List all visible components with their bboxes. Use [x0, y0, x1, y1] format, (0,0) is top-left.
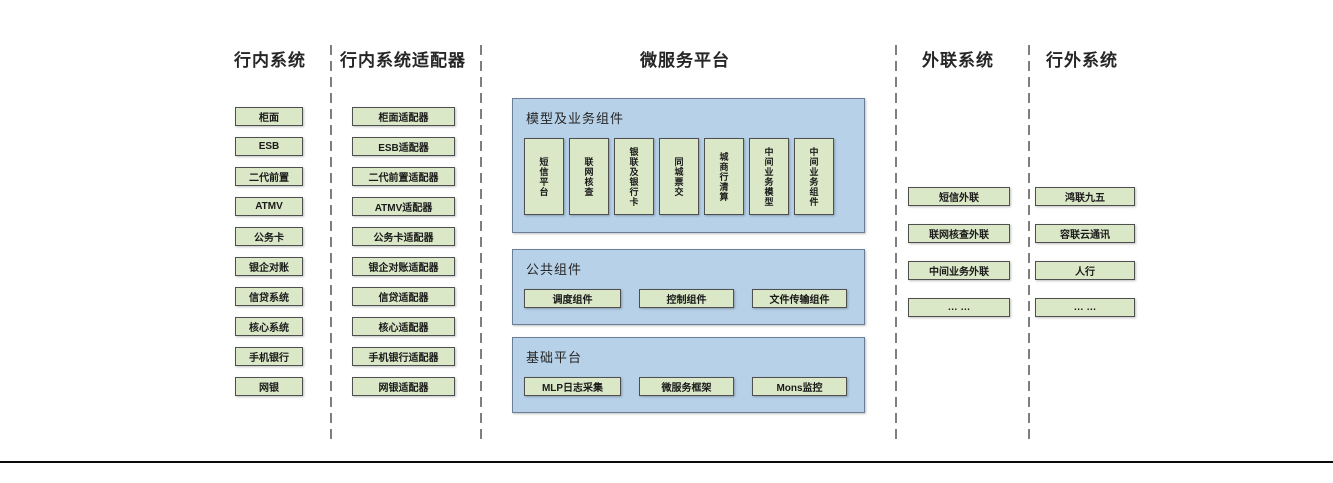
header-external-link-systems: 外联系统	[922, 51, 994, 70]
adapter-box: ESB适配器	[352, 137, 455, 156]
system-box: 二代前置	[235, 167, 303, 186]
system-box: 核心系统	[235, 317, 303, 336]
panel-label: 基础平台	[526, 350, 583, 365]
dashed-separator	[1028, 45, 1030, 443]
adapter-box: 银企对账适配器	[352, 257, 455, 276]
component-box: MLP日志采集	[524, 377, 621, 396]
external-link-box: 联网核查外联	[908, 224, 1010, 243]
external-link-box: 中间业务外联	[908, 261, 1010, 280]
bottom-rule	[0, 461, 1333, 463]
system-box: 信贷系统	[235, 287, 303, 306]
header-internal-systems: 行内系统	[234, 51, 306, 70]
system-box: ATMV	[235, 197, 303, 216]
outside-system-box: 鸿联九五	[1035, 187, 1135, 206]
adapter-box: 二代前置适配器	[352, 167, 455, 186]
external-link-box: 短信外联	[908, 187, 1010, 206]
component-box: 调度组件	[524, 289, 621, 308]
component-box: 联网核查	[569, 138, 609, 215]
panel-common-components: 公共组件 调度组件 控制组件 文件传输组件	[512, 249, 865, 325]
component-box: 同城票交	[659, 138, 699, 215]
component-box: 中间业务组件	[794, 138, 834, 215]
adapter-box: 信贷适配器	[352, 287, 455, 306]
component-row: 调度组件 控制组件 文件传输组件	[524, 289, 847, 308]
component-box: 控制组件	[639, 289, 734, 308]
component-box: 中间业务模型	[749, 138, 789, 215]
adapter-box: 手机银行适配器	[352, 347, 455, 366]
vertical-component-row: 短信平台 联网核查 银联及银行卡 同城票交 城商行清算 中间业务模型 中间业务组…	[524, 138, 834, 215]
column-outside-systems: 鸿联九五 容联云通讯 人行 … …	[1035, 187, 1135, 317]
dashed-separator	[895, 45, 897, 443]
system-box: 网银	[235, 377, 303, 396]
component-box: 文件传输组件	[752, 289, 847, 308]
external-link-box: … …	[908, 298, 1010, 317]
header-outside-systems: 行外系统	[1046, 51, 1118, 70]
component-box: 城商行清算	[704, 138, 744, 215]
system-box: ESB	[235, 137, 303, 156]
header-internal-adapters: 行内系统适配器	[340, 51, 466, 70]
outside-system-box: … …	[1035, 298, 1135, 317]
adapter-box: ATMV适配器	[352, 197, 455, 216]
system-box: 手机银行	[235, 347, 303, 366]
panel-model-business-components: 模型及业务组件 短信平台 联网核查 银联及银行卡 同城票交 城商行清算 中间业务…	[512, 98, 865, 233]
adapter-box: 公务卡适配器	[352, 227, 455, 246]
dashed-separator	[330, 45, 332, 443]
column-internal-adapters: 柜面适配器 ESB适配器 二代前置适配器 ATMV适配器 公务卡适配器 银企对账…	[352, 107, 455, 396]
outside-system-box: 人行	[1035, 261, 1135, 280]
system-box: 公务卡	[235, 227, 303, 246]
component-box: 短信平台	[524, 138, 564, 215]
adapter-box: 核心适配器	[352, 317, 455, 336]
adapter-box: 柜面适配器	[352, 107, 455, 126]
column-internal-systems: 柜面 ESB 二代前置 ATMV 公务卡 银企对账 信贷系统 核心系统 手机银行…	[235, 107, 303, 396]
component-box: Mons监控	[752, 377, 847, 396]
column-external-link-systems: 短信外联 联网核查外联 中间业务外联 … …	[908, 187, 1010, 317]
panel-label: 模型及业务组件	[526, 111, 625, 126]
component-box: 银联及银行卡	[614, 138, 654, 215]
adapter-box: 网银适配器	[352, 377, 455, 396]
panel-base-platform: 基础平台 MLP日志采集 微服务框架 Mons监控	[512, 337, 865, 413]
header-microservice-platform: 微服务平台	[640, 51, 730, 70]
component-row: MLP日志采集 微服务框架 Mons监控	[524, 377, 847, 396]
dashed-separator	[480, 45, 482, 443]
panel-label: 公共组件	[526, 262, 583, 277]
system-box: 银企对账	[235, 257, 303, 276]
system-box: 柜面	[235, 107, 303, 126]
component-box: 微服务框架	[639, 377, 734, 396]
outside-system-box: 容联云通讯	[1035, 224, 1135, 243]
